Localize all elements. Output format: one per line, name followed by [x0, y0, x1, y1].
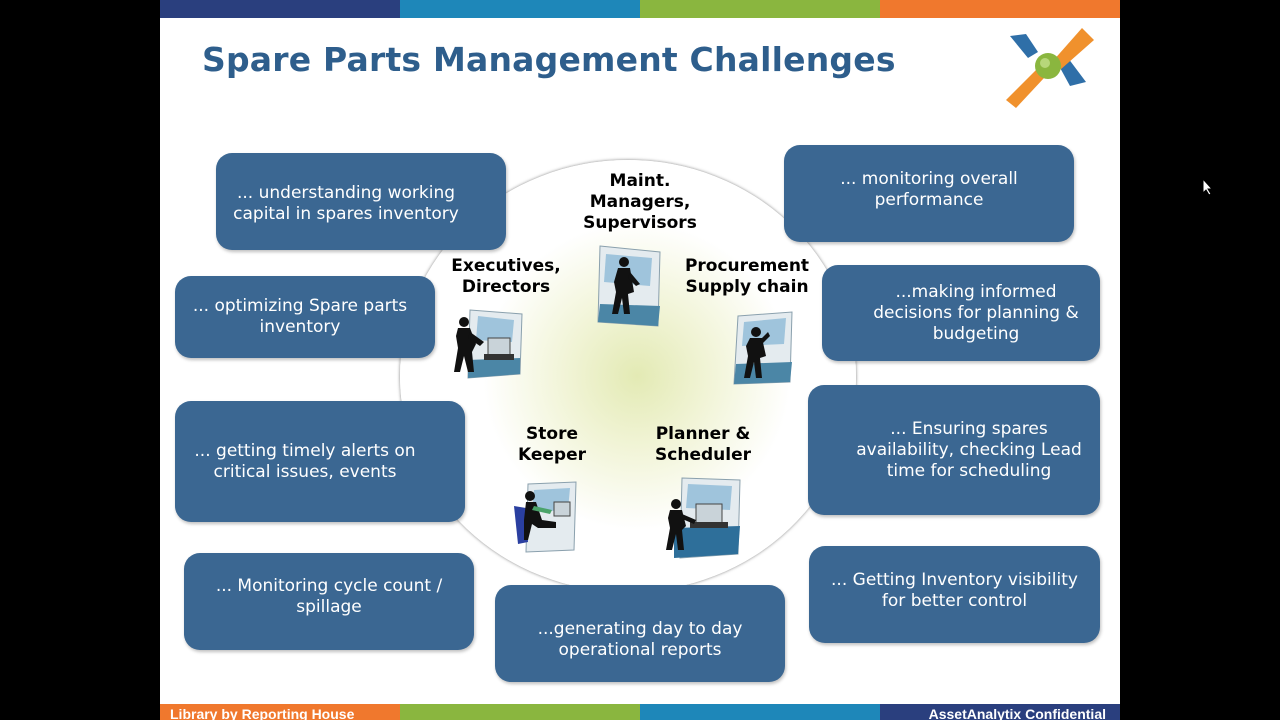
slide-title: Spare Parts Management Challenges: [202, 40, 896, 79]
role-label-planner: Planner & Scheduler: [638, 424, 768, 466]
challenge-text: ...making informed decisions for plannin…: [862, 282, 1090, 345]
challenge-box-monitoring-performance: ... monitoring overall performance: [784, 145, 1074, 242]
challenge-box-timely-alerts: ... getting timely alerts on critical is…: [175, 401, 465, 522]
challenge-text: ... optimizing Spare parts inventory: [185, 296, 415, 338]
challenge-text: ... getting timely alerts on critical is…: [185, 441, 425, 483]
challenge-text: ...generating day to day operational rep…: [505, 619, 775, 661]
footer-left-text: Library by Reporting House: [170, 704, 354, 720]
challenge-box-spares-availability: ... Ensuring spares availability, checki…: [808, 385, 1100, 515]
challenge-box-working-capital: ... understanding working capital in spa…: [216, 153, 506, 250]
challenge-text: ... Monitoring cycle count / spillage: [194, 576, 464, 618]
challenge-text: ... Ensuring spares availability, checki…: [848, 419, 1090, 482]
challenge-text: ... understanding working capital in spa…: [226, 183, 466, 225]
challenge-box-optimizing-inventory: ... optimizing Spare parts inventory: [175, 276, 435, 358]
role-label-store-keeper: Store Keeper: [496, 424, 608, 466]
person-seated-icon: [512, 480, 578, 554]
challenge-box-inventory-visibility: ... Getting Inventory visibility for bet…: [809, 546, 1100, 643]
challenge-box-operational-reports: ...generating day to day operational rep…: [495, 585, 785, 682]
person-at-window-icon: [594, 242, 664, 330]
person-at-computer-icon: [450, 308, 524, 380]
person-on-phone-icon: [730, 310, 794, 386]
challenge-text: ... monitoring overall performance: [794, 169, 1064, 211]
slide: Spare Parts Management Challenges ... un…: [160, 0, 1120, 720]
role-label-executives: Executives, Directors: [438, 256, 574, 298]
role-label-maint: Maint. Managers, Supervisors: [570, 171, 710, 234]
person-at-computer-icon: [660, 474, 742, 564]
challenge-box-informed-decisions: ...making informed decisions for plannin…: [822, 265, 1100, 361]
footer-right-text: AssetAnalytix Confidential: [929, 704, 1106, 720]
top-color-bar: [160, 0, 1120, 18]
logo-x-icon: [998, 24, 1098, 108]
challenge-box-cycle-count: ... Monitoring cycle count / spillage: [184, 553, 474, 650]
cursor-arrow-icon: [1202, 178, 1214, 196]
challenge-text: ... Getting Inventory visibility for bet…: [819, 570, 1090, 612]
role-label-procurement: Procurement Supply chain: [676, 256, 818, 298]
